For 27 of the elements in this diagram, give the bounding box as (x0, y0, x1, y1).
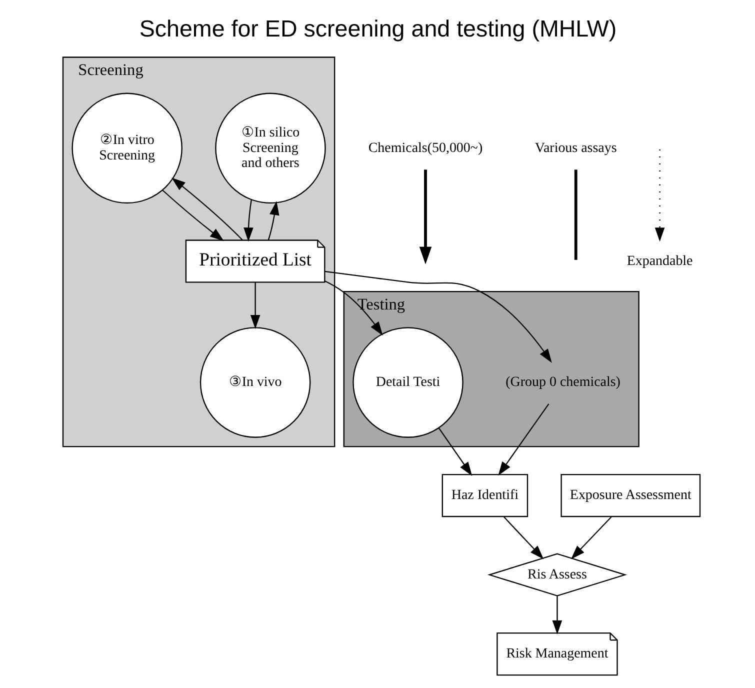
node-box: Haz Identifi (441, 474, 528, 518)
node-diamond: Ris Assess (486, 553, 626, 596)
arrow (498, 404, 549, 476)
arrow (170, 178, 242, 240)
connector (574, 170, 577, 260)
arrow (570, 516, 612, 560)
node-box: Exposure Assessment (560, 474, 700, 518)
diagram-title: Scheme for ED screening and testing (MHLW) (138, 15, 616, 42)
arrow (267, 201, 279, 240)
node-circle: ③In vivo (199, 327, 310, 438)
node-text: (Group 0 chemicals) (505, 375, 620, 390)
arrow (162, 190, 224, 242)
node-circle: Detail Testi (352, 327, 463, 438)
arrow (324, 270, 552, 363)
arrow (243, 200, 253, 242)
arrow (654, 149, 664, 242)
arrow (418, 170, 432, 264)
node-text: Chemicals(50,000~) (368, 140, 482, 156)
node-circle: ①In silico Screening and others (214, 92, 326, 204)
arrow (324, 280, 382, 336)
arrow (503, 516, 544, 560)
arrow (552, 596, 562, 634)
arrow (250, 282, 260, 329)
arrow (438, 428, 472, 476)
node-circle: ②In vitro Screening (71, 92, 182, 204)
node-text: Expandable (626, 254, 692, 269)
node-text: Various assays (534, 140, 616, 156)
